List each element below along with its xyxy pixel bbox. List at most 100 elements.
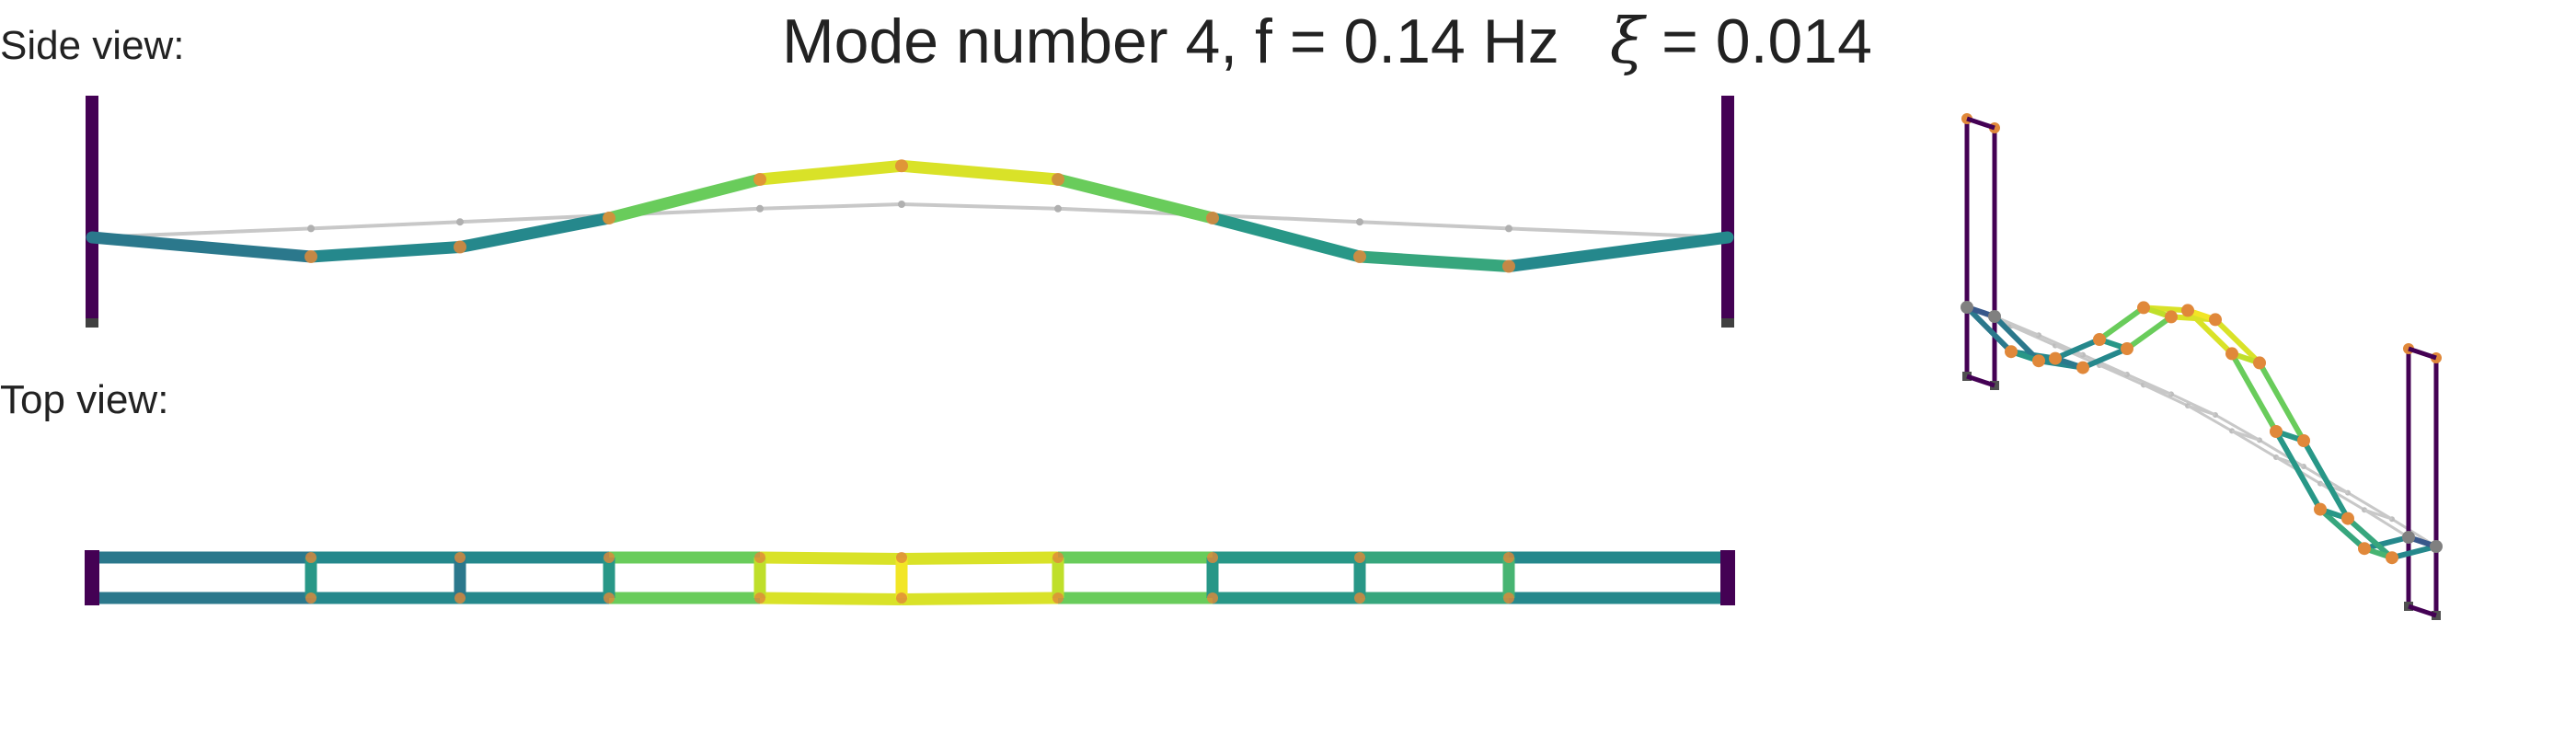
iso-deck-node <box>2225 347 2238 361</box>
iso-deck-chord <box>2213 316 2262 366</box>
top-node <box>454 592 466 604</box>
iso-deck-chord <box>2097 305 2146 342</box>
deck-node <box>603 212 615 224</box>
deck-segment <box>305 241 466 263</box>
top-chord-north <box>759 551 903 565</box>
top-view-label: Top view: <box>0 377 169 422</box>
iso-deck-chord <box>1964 305 2014 355</box>
iso-tower-crossbar <box>1966 374 1995 388</box>
iso-deck-chord <box>2317 506 2367 552</box>
iso-deck-chord <box>2273 429 2323 512</box>
deck-segment <box>895 159 1064 186</box>
iso-tower-crossbar <box>2408 604 2437 618</box>
side-view-label: Side view: <box>0 23 185 68</box>
iso-undeformed-chord <box>1966 305 2409 539</box>
top-node <box>454 552 466 563</box>
iso-undeformed-beam <box>2187 404 2216 417</box>
top-node <box>1207 552 1218 563</box>
top-node <box>305 592 316 604</box>
iso-deck-chord <box>2080 346 2130 371</box>
iso-deck-node <box>2093 333 2106 346</box>
top-node <box>305 552 316 563</box>
iso-deck-node <box>2402 531 2415 544</box>
top-view-plot <box>85 550 1735 605</box>
iso-deck-node <box>2430 540 2443 553</box>
deck-node <box>305 250 317 263</box>
deck-segment <box>603 173 766 224</box>
iso-deck-node <box>1961 301 1973 314</box>
iso-deck-chord <box>2362 535 2411 552</box>
iso-deck-chord <box>2124 314 2174 351</box>
tower-top <box>85 550 99 605</box>
iso-deck-node <box>2297 434 2310 447</box>
undeformed-deck-line <box>91 201 1729 239</box>
iso-deck-node <box>2049 351 2062 365</box>
undeformed-node <box>898 201 905 208</box>
iso-undeformed-beam <box>2319 482 2349 495</box>
deck-segment <box>1052 173 1219 224</box>
undeformed-node <box>1054 204 1062 213</box>
iso-deck-node <box>2181 304 2194 317</box>
iso-deck-chord <box>2345 515 2395 561</box>
deck-segment <box>1502 231 1734 272</box>
damping-symbol: ξ <box>1609 6 1645 78</box>
deck-segment <box>86 231 317 263</box>
undeformed-node <box>756 204 764 213</box>
iso-undeformed-beam <box>2363 508 2393 521</box>
tower-base <box>1721 318 1734 328</box>
top-node <box>1503 552 1514 563</box>
deck-segment <box>454 212 615 253</box>
undeformed-node <box>456 218 464 226</box>
top-chord-south <box>759 592 903 605</box>
iso-deck-node <box>2386 551 2398 565</box>
iso-deck-node <box>1988 310 2001 323</box>
iso-deck-node <box>2005 345 2018 359</box>
iso-deck-chord <box>2389 544 2439 561</box>
iso-undeformed-beam <box>2231 429 2260 442</box>
isometric-view-plot <box>1961 113 2443 620</box>
top-node <box>604 552 615 563</box>
iso-deck-node <box>2076 361 2089 374</box>
top-node <box>1207 592 1218 604</box>
top-node <box>1354 592 1365 604</box>
iso-deck-chord <box>2301 438 2351 522</box>
top-node <box>896 552 907 563</box>
iso-deck-chord <box>2229 351 2279 434</box>
tower-base <box>86 318 98 328</box>
deck-node <box>1353 250 1366 263</box>
iso-deck-chord <box>2257 360 2306 443</box>
iso-tower-crossbar <box>1966 116 1995 131</box>
deck-node <box>1206 212 1219 224</box>
deck-node <box>1052 173 1064 186</box>
iso-deck-chord <box>2053 337 2102 362</box>
iso-undeformed-beam <box>2275 455 2305 468</box>
top-node <box>754 592 765 604</box>
top-node <box>1052 592 1064 604</box>
deck-segment <box>753 159 908 186</box>
iso-deck-node <box>2270 425 2283 438</box>
iso-deck-node <box>2032 354 2045 368</box>
iso-deck-node <box>2137 301 2150 315</box>
deck-segment <box>1206 212 1366 263</box>
iso-undeformed-beam <box>2010 324 2040 337</box>
damping-value: = 0.014 <box>1644 6 1872 76</box>
deck-node <box>454 240 466 254</box>
undeformed-node <box>307 224 315 233</box>
iso-deck-node <box>2358 542 2371 556</box>
iso-deck-node <box>2121 342 2133 355</box>
iso-undeformed-beam <box>2099 363 2128 376</box>
top-node <box>754 552 765 563</box>
top-node <box>1354 552 1365 563</box>
iso-deck-node <box>2165 310 2178 324</box>
iso-deck-chord <box>1992 314 2041 364</box>
tower-top <box>1720 550 1735 605</box>
deck-node <box>753 173 766 186</box>
top-chord-north <box>901 551 1059 565</box>
top-node <box>1052 552 1064 563</box>
iso-tower-crossbar <box>2408 346 2437 361</box>
top-node <box>604 592 615 604</box>
iso-undeformed-beam <box>2143 383 2172 396</box>
deck-node <box>1502 259 1515 273</box>
deck-node <box>895 159 908 173</box>
